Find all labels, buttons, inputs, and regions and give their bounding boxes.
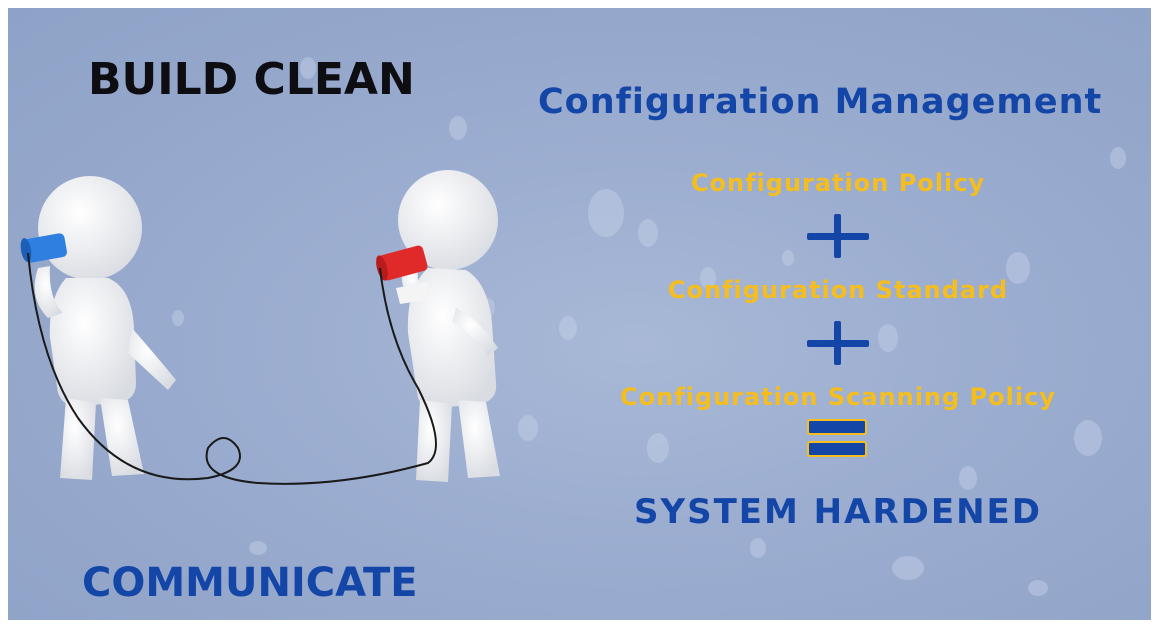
equals-operator — [578, 412, 1098, 472]
caption-communicate: COMMUNICATE — [82, 560, 418, 606]
result-system-hardened: SYSTEM HARDENED — [634, 492, 1042, 532]
slide: BUILD CLEAN Configuration Management — [8, 8, 1151, 620]
equals-icon — [807, 419, 867, 457]
title-configuration-management: Configuration Management — [538, 82, 1103, 122]
string-cord — [27, 252, 437, 485]
plus-operator — [578, 198, 1098, 275]
term-configuration-scanning-policy: Configuration Scanning Policy — [620, 383, 1056, 411]
term-configuration-standard: Configuration Standard — [667, 276, 1009, 304]
red-can-icon — [376, 245, 428, 281]
left-figure — [34, 176, 176, 480]
title-build-clean: BUILD CLEAN — [88, 54, 415, 105]
tin-can-phone-illustration — [20, 170, 500, 485]
right-figure — [396, 170, 500, 482]
plus-icon — [807, 214, 869, 258]
term-configuration-policy: Configuration Policy — [690, 169, 986, 197]
plus-operator-2 — [578, 305, 1098, 382]
formula: Configuration Policy Configuration Stand… — [578, 168, 1098, 472]
plus-icon — [807, 321, 869, 365]
